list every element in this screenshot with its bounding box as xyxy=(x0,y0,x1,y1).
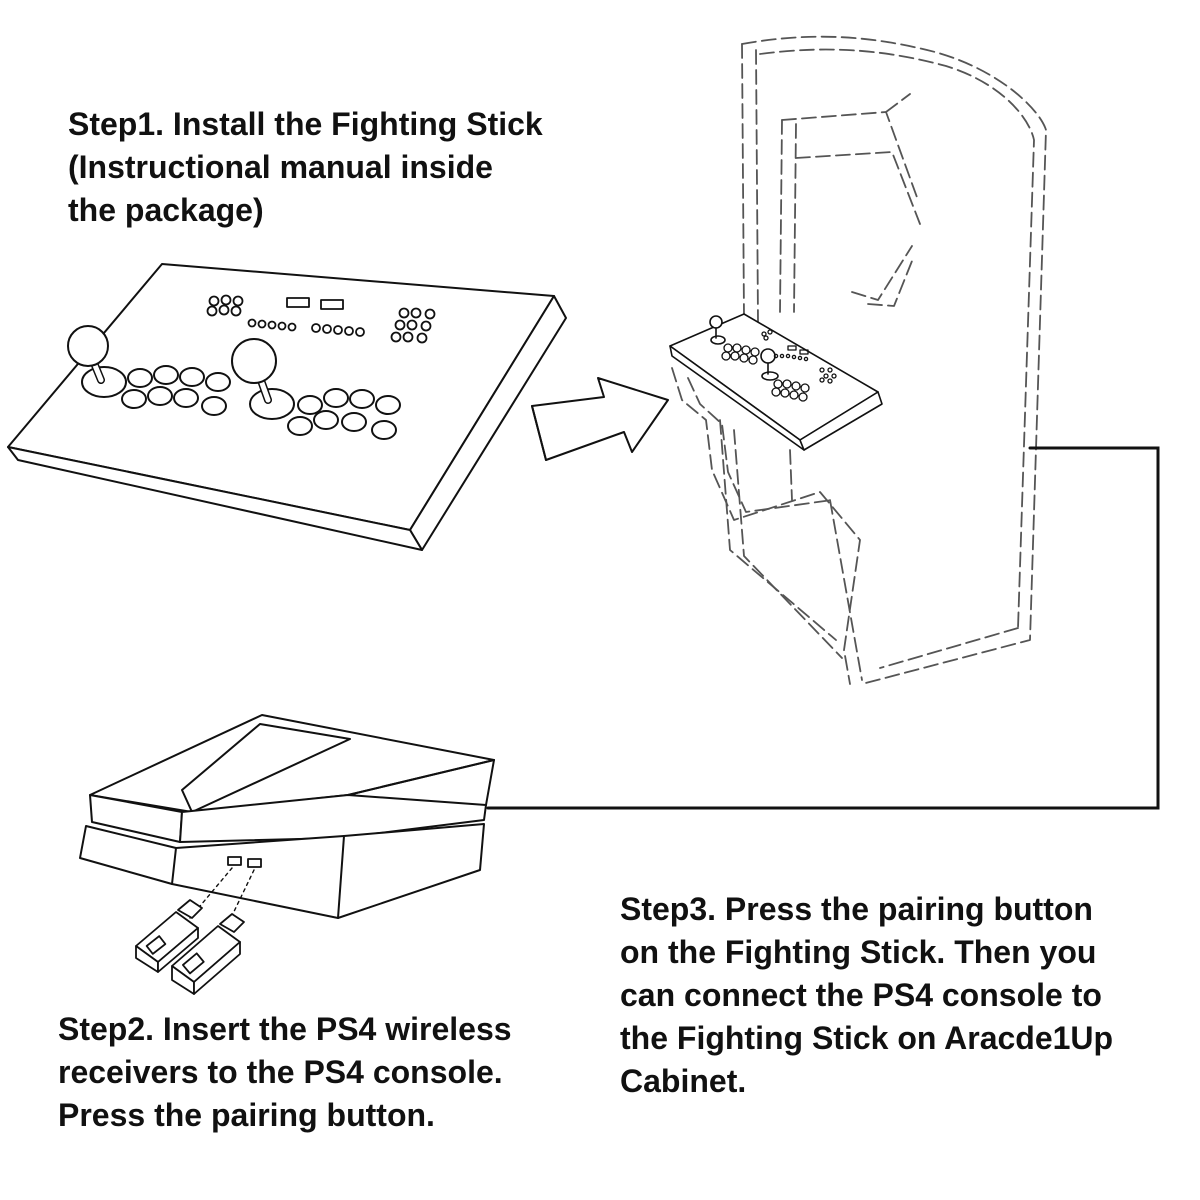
left-joystick xyxy=(67,325,127,398)
usb-receiver-2 xyxy=(171,913,245,995)
connection-line xyxy=(486,446,1160,810)
arcade-cabinet-icon xyxy=(669,35,1047,685)
right-joystick xyxy=(231,338,295,420)
ps4-console-icon xyxy=(79,714,495,919)
usb-receiver-1 xyxy=(135,899,203,973)
right-button-cluster xyxy=(287,388,401,440)
usb-receiver-icon xyxy=(135,867,255,995)
step3-text: Step3. Press the pairing button on the F… xyxy=(620,891,1114,1099)
fighting-stick-icon xyxy=(7,263,567,551)
left-button-cluster xyxy=(121,365,231,416)
step2-text: Step2. Insert the PS4 wireless receivers… xyxy=(58,1011,512,1133)
cabinet-control-deck xyxy=(669,313,883,451)
step1-text: Step1. Install the Fighting Stick (Instr… xyxy=(68,106,543,228)
right-arrow-icon xyxy=(531,377,669,461)
